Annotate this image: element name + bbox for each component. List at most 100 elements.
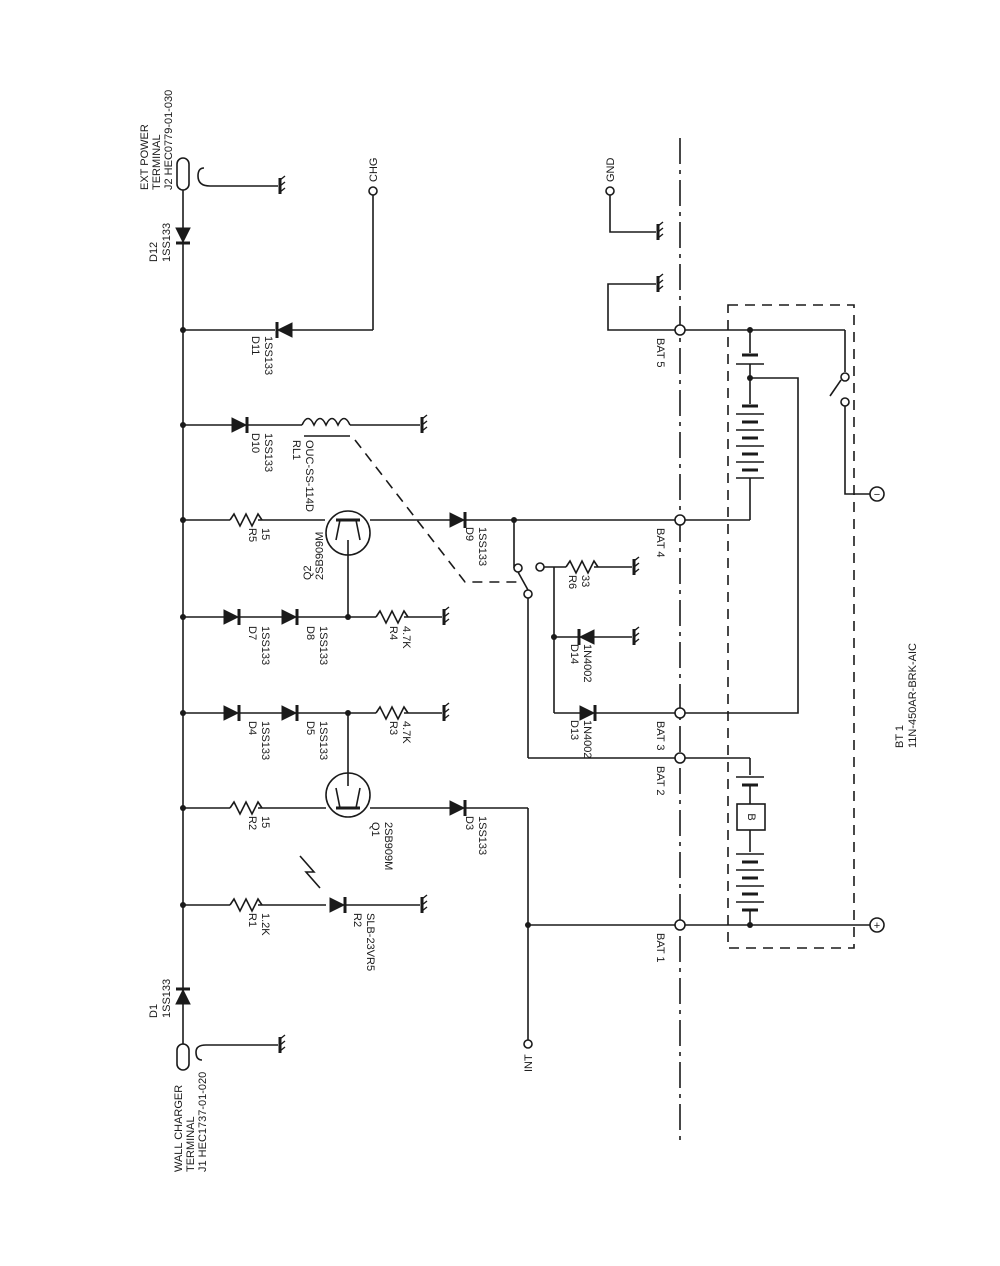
relay-mechanical-link	[354, 439, 518, 583]
d5-value: 1SS133	[317, 721, 329, 760]
int-label: INT	[523, 1054, 535, 1072]
d11-name: D11	[249, 336, 261, 355]
diode-d12	[175, 227, 191, 245]
lightning-arrow-icon	[299, 855, 321, 889]
resistor-r6	[565, 559, 599, 575]
r1-name: R1	[246, 913, 258, 927]
d13-value: 1N4002	[581, 720, 593, 759]
d10-name: D10	[249, 433, 261, 453]
r3-value: 4.7K	[400, 721, 412, 744]
d7-name: D7	[246, 626, 258, 640]
d4-value: 1SS133	[259, 721, 271, 760]
ext-power-connector	[176, 157, 287, 205]
resistor-r5	[229, 512, 263, 528]
relay-rl1-coil	[301, 417, 351, 437]
d3-value: 1SS133	[476, 816, 488, 855]
r3-name: R3	[387, 721, 399, 735]
d4-name: D4	[246, 721, 258, 735]
ext-power-label-3: J2 HEC0779-01-030	[163, 90, 175, 190]
bat4-terminal	[674, 514, 686, 526]
d10-value: 1SS133	[262, 433, 274, 472]
diode-d3	[449, 800, 467, 816]
d3-name: D3	[463, 816, 475, 830]
bat1-label: BAT 1	[654, 933, 666, 963]
diode-d8	[281, 609, 299, 625]
q1-type: 2SB909M	[382, 822, 394, 870]
d7-value: 1SS133	[259, 626, 271, 665]
diode-d5	[281, 705, 299, 721]
diode-d7	[223, 609, 241, 625]
relay-switch	[513, 562, 545, 599]
wall-charger-label-3: J1 HEC1737-01-020	[197, 1072, 209, 1172]
battery-cells-lower	[736, 758, 766, 925]
d13-name: D13	[568, 720, 580, 740]
q2-type: 2SB909M	[314, 532, 326, 580]
transistor-q1	[325, 772, 371, 818]
battery-pack-outline	[727, 304, 855, 949]
d8-name: D8	[304, 626, 316, 640]
r2-value: 15	[259, 816, 271, 828]
resistor-r2	[229, 800, 263, 816]
wall-charger-label-2: TERMINAL	[185, 1116, 197, 1172]
wall-charger-label-1: WALL CHARGER	[173, 1085, 185, 1172]
bat1-terminal	[674, 919, 686, 931]
zener-diode	[329, 897, 347, 913]
resistor-r3	[375, 705, 409, 721]
plus-label: +	[874, 920, 880, 932]
d12-value: 1SS133	[161, 223, 173, 262]
minus-terminal	[869, 486, 885, 502]
zener-type: SLB-23VR5	[364, 913, 376, 971]
bat3-label: BAT 3	[654, 721, 666, 751]
d11-value: 1SS133	[262, 336, 274, 375]
battery-part-number: 11N-450AR-BRK-AIC	[907, 643, 919, 748]
ext-power-label-1: EXT POWER	[139, 124, 151, 190]
bat4-label: BAT 4	[654, 528, 666, 558]
r6-value: 33	[579, 575, 591, 587]
bat5-label: BAT 5	[654, 338, 666, 368]
plus-terminal	[869, 917, 885, 933]
d14-value: 1N4002	[581, 644, 593, 683]
bat3-terminal	[674, 707, 686, 719]
bat2-label: BAT 2	[654, 766, 666, 796]
diode-d10	[231, 417, 249, 433]
diode-d11	[275, 322, 293, 338]
d1-value: 1SS133	[161, 979, 173, 1018]
bat2-terminal	[674, 752, 686, 764]
diode-d4	[223, 705, 241, 721]
d1-name: D1	[148, 1004, 160, 1018]
rl1-type: OUC-SS-114D	[303, 440, 315, 512]
zener-name: R2	[351, 913, 363, 927]
gnd-label: GND	[605, 158, 617, 183]
junction-node	[747, 922, 753, 928]
minus-label: −	[874, 489, 880, 501]
d5-name: D5	[304, 721, 316, 735]
chg-label: CHG	[368, 158, 380, 182]
resistor-r4	[375, 609, 409, 625]
r5-name: R5	[246, 528, 258, 542]
r6-name: R6	[566, 575, 578, 589]
battery-cells-upper	[736, 353, 764, 520]
cell-marker-label: B	[745, 813, 757, 820]
r4-name: R4	[387, 626, 399, 640]
chg-terminal	[368, 186, 378, 196]
gnd-terminal	[605, 186, 615, 196]
r4-value: 4.7K	[400, 626, 412, 649]
int-terminal	[523, 1039, 533, 1049]
diode-d9	[449, 512, 467, 528]
d14-name: D14	[568, 644, 580, 664]
d12-name: D12	[148, 242, 160, 262]
resistor-r1	[229, 897, 263, 913]
q1-name: Q1	[369, 822, 381, 837]
d9-name: D9	[463, 527, 475, 541]
pack-switch	[829, 372, 850, 407]
rl1-name: RL1	[290, 440, 302, 460]
d8-value: 1SS133	[317, 626, 329, 665]
diode-d13	[579, 705, 597, 721]
wall-charger-connector	[176, 1033, 287, 1071]
d9-value: 1SS133	[476, 527, 488, 566]
ext-power-label-2: TERMINAL	[151, 134, 163, 190]
q2-name: Q2	[302, 565, 314, 580]
diode-d14	[577, 629, 595, 645]
r2-name: R2	[246, 816, 258, 830]
